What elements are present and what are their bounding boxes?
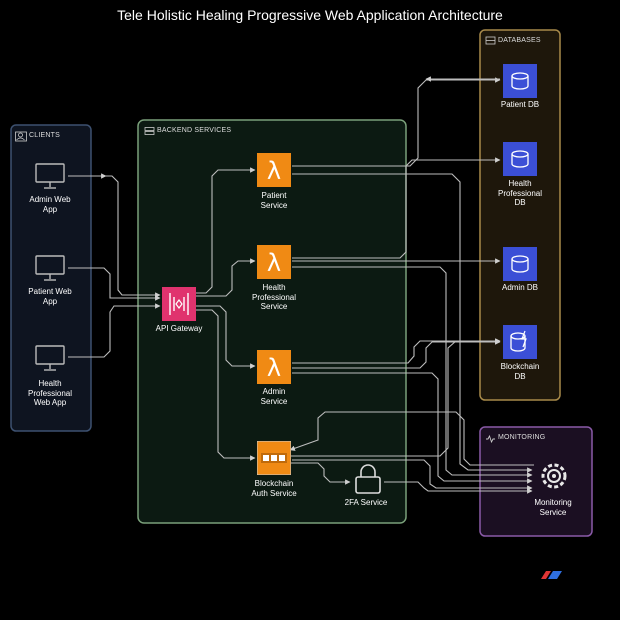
hp-db-label: Health Professional DB: [497, 179, 543, 207]
hp-service-label: Health Professional Service: [251, 283, 297, 311]
users-icon: [15, 131, 27, 142]
backend-group-label: BACKEND SERVICES: [157, 127, 232, 134]
admin-db-label: Admin DB: [501, 283, 538, 292]
blockchain-db-label: Blockchain DB: [500, 362, 540, 381]
api-gateway-icon: [162, 287, 196, 321]
admin-db-database-icon: [503, 247, 537, 281]
pulse-icon: [486, 434, 495, 444]
server-icon: [144, 127, 155, 135]
hp-web-app-label: Health Professional Web App: [27, 379, 73, 407]
patient-db-database-icon: [503, 64, 537, 98]
hp-service-lambda-icon: λ: [257, 245, 291, 279]
admin-web-app-label: Admin Web App: [29, 195, 71, 214]
monitoring-group-label: MONITORING: [498, 434, 546, 441]
brand-logo: [541, 571, 562, 579]
blockchain-auth-label: Blockchain Auth Service: [251, 479, 297, 498]
patient-web-app-monitor-icon: [35, 255, 65, 281]
databases-group-label: DATABASES: [498, 37, 541, 44]
clients-group: [10, 124, 92, 432]
admin-web-app-monitor-icon: [35, 163, 65, 189]
api-gateway-label: API Gateway: [155, 324, 203, 333]
edges: [68, 76, 534, 494]
monitoring-service-label: Monitoring Service: [534, 498, 572, 517]
admin-service-label: Admin Service: [260, 387, 288, 406]
gear-icon: [541, 463, 567, 489]
patient-service-lambda-icon: λ: [257, 153, 291, 187]
svg-text:λ: λ: [267, 354, 281, 382]
patient-web-app-label: Patient Web App: [28, 287, 72, 306]
backend-group: [137, 119, 407, 524]
blockchain-db-database-icon: [503, 325, 537, 359]
blockchain-auth-icon: [257, 441, 291, 475]
svg-text:λ: λ: [267, 249, 281, 277]
lock-icon: [355, 464, 381, 494]
patient-service-label: Patient Service: [260, 191, 288, 210]
hp-web-app-monitor-icon: [35, 345, 65, 371]
svg-text:λ: λ: [267, 157, 281, 185]
patient-db-label: Patient DB: [500, 100, 540, 109]
databases-group: [479, 29, 561, 401]
database-group-icon: [485, 36, 496, 45]
admin-service-lambda-icon: λ: [257, 350, 291, 384]
twofa-label: 2FA Service: [344, 498, 388, 507]
clients-group-label: CLIENTS: [29, 132, 60, 139]
hp-db-database-icon: [503, 142, 537, 176]
diagram-title: Tele Holistic Healing Progressive Web Ap…: [117, 7, 503, 23]
